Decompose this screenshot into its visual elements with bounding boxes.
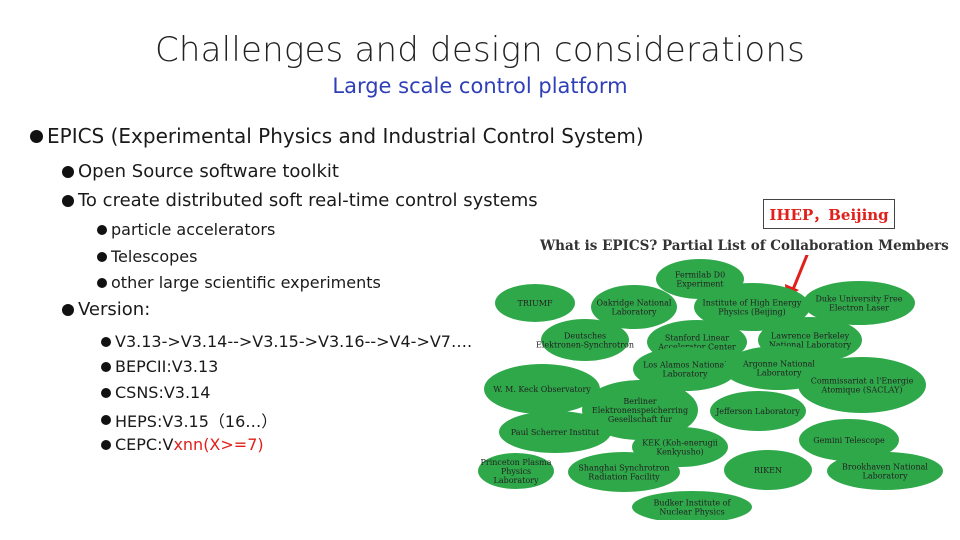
bullet-dot-icon	[101, 439, 111, 450]
bullet-version: Version:	[62, 299, 150, 320]
member-node: Paul Scherrer Institut	[499, 411, 611, 453]
member-label: W. M. Keck Observatory	[493, 385, 591, 394]
bullet-text: Open Source software toolkit	[78, 161, 339, 182]
bullet-heps: HEPS:V3.15（16…）	[101, 408, 277, 432]
bullet-other: other large scientific experiments	[97, 273, 381, 292]
bullet-dot-icon	[30, 129, 43, 143]
slide-subtitle: Large scale control platform	[332, 74, 628, 98]
member-ellipse	[499, 411, 611, 453]
bullet-text: Version:	[78, 299, 151, 320]
member-label: Jefferson Laboratory	[715, 407, 800, 416]
bullet-text: Telescopes	[111, 247, 198, 266]
member-node: Jefferson Laboratory	[710, 391, 806, 431]
member-ellipse	[541, 319, 629, 361]
bullet-telescopes: Telescopes	[97, 247, 197, 266]
member-label: RIKEN	[754, 466, 782, 475]
bullet-dot-icon	[62, 194, 74, 207]
member-ellipse	[495, 284, 575, 322]
bullet-dot-icon	[101, 387, 111, 398]
member-ellipse	[484, 364, 600, 414]
member-ellipse	[568, 452, 680, 492]
member-ellipse	[710, 391, 806, 431]
bullet-text: EPICS (Experimental Physics and Industri…	[47, 124, 644, 148]
member-node: TRIUMF	[495, 284, 575, 322]
member-node: W. M. Keck Observatory	[484, 364, 600, 414]
member-label: Gemini Telescope	[813, 436, 885, 445]
member-ellipse	[803, 281, 915, 325]
bullet-epics: EPICS (Experimental Physics and Industri…	[30, 124, 644, 148]
bullet-dot-icon	[101, 361, 111, 372]
member-ellipse	[591, 285, 677, 329]
member-ellipse	[827, 452, 943, 490]
member-node: Gemini Telescope	[799, 419, 899, 461]
member-ellipse	[724, 450, 812, 490]
member-label: TRIUMF	[517, 299, 552, 308]
callout-arrow	[790, 255, 809, 293]
bullet-dot-icon	[97, 224, 107, 235]
member-label: Paul Scherrer Institut	[511, 428, 600, 437]
member-ellipse	[582, 380, 698, 440]
bullet-text: V3.13->V3.14-->V3.15->V3.16-->V4->V7….	[115, 332, 473, 351]
bullet-csns: CSNS:V3.14	[101, 383, 210, 402]
bullet-version-chain: V3.13->V3.14-->V3.15->V3.16-->V4->V7….	[101, 332, 472, 351]
ihep-callout: IHEP，Beijing	[763, 199, 895, 229]
member-ellipse	[633, 347, 737, 391]
bullet-dot-icon	[62, 303, 74, 316]
member-ellipse	[799, 419, 899, 461]
bullet-dot-icon	[101, 336, 111, 347]
bullet-distributed: To create distributed soft real-time con…	[62, 190, 538, 211]
member-ellipse	[694, 283, 810, 331]
figure-title: What is EPICS? Partial List of Collabora…	[540, 238, 949, 254]
bullet-bepcii: BEPCII:V3.13	[101, 357, 218, 376]
bullet-dot-icon	[101, 415, 111, 425]
bullet-open-source: Open Source software toolkit	[62, 161, 339, 182]
member-ellipse	[632, 491, 752, 520]
bullet-particle: particle accelerators	[97, 220, 275, 239]
bullet-text: CSNS:V3.14	[115, 383, 211, 402]
slide-title: Challenges and design considerations	[154, 30, 806, 70]
bullet-dot-icon	[62, 165, 74, 178]
bullet-text-highlight: xnn(X>=7)	[173, 435, 264, 454]
bullet-text: To create distributed soft real-time con…	[78, 190, 538, 211]
bullet-dot-icon	[97, 277, 107, 288]
member-node: RIKEN	[724, 450, 812, 490]
bullet-text: BEPCII:V3.13	[115, 357, 219, 376]
bullet-text: HEPS:V3.15（16…）	[115, 412, 278, 431]
member-ellipse	[478, 453, 554, 489]
bullet-dot-icon	[97, 251, 107, 262]
member-ellipse	[798, 357, 926, 413]
bullet-text: particle accelerators	[111, 220, 276, 239]
bullet-text: other large scientific experiments	[111, 273, 381, 292]
bullet-text: CEPC:V	[115, 435, 174, 454]
